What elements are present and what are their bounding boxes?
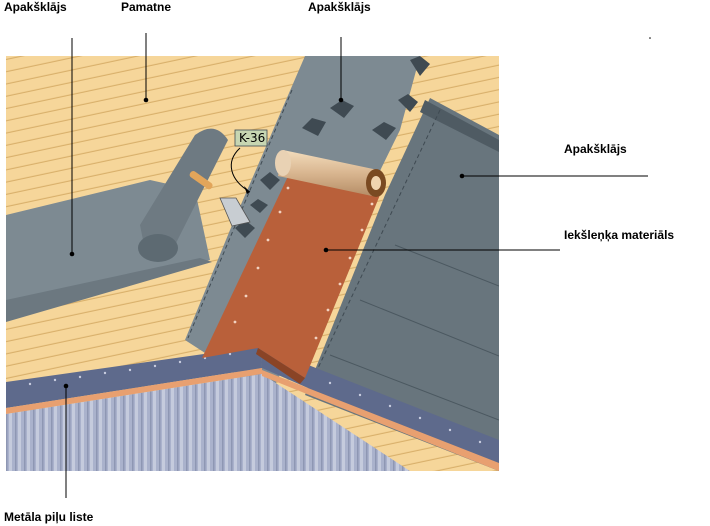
valley-material-roll	[275, 150, 386, 197]
spatula-icon	[189, 171, 251, 227]
membrane-roll	[140, 128, 228, 255]
label-underlay-right: Apakšklājs	[564, 142, 627, 156]
leader-lines	[65, 33, 648, 498]
right-underlay	[305, 98, 499, 471]
wall	[6, 374, 410, 471]
valley-material	[202, 172, 382, 378]
label-metal-strip: Metāla piļu liste	[4, 510, 94, 524]
metal-drip-edge-left	[6, 346, 262, 408]
adhesive-tag-label: K-36	[239, 131, 265, 145]
label-base: Pamatne	[121, 0, 172, 14]
label-underlay-top-center: Apakšklājs	[308, 0, 371, 14]
leader-dots	[63, 97, 465, 389]
label-underlay-top-left: Apakšklājs	[4, 0, 67, 14]
adhesive-tag: K-36	[230, 129, 268, 194]
label-valley-material: Iekšleņķa materiāls	[564, 228, 675, 242]
